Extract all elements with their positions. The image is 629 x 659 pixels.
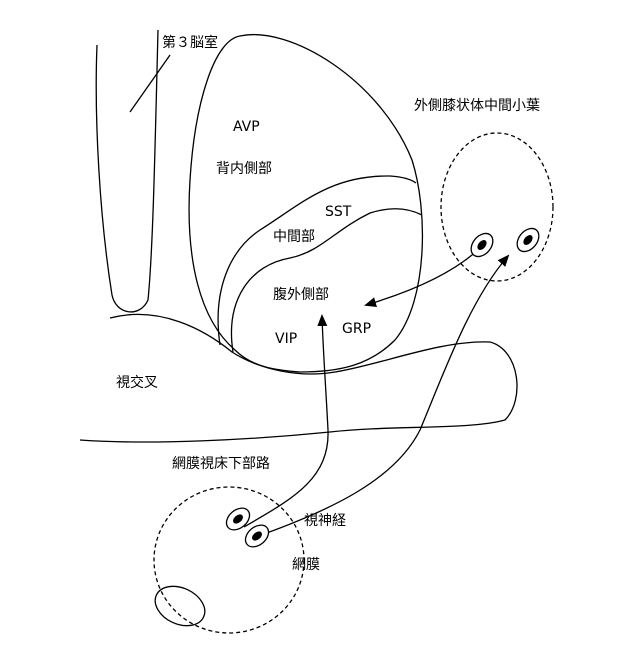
igl-region xyxy=(440,132,554,282)
label-dorsomedial: 背内側部 xyxy=(216,161,272,177)
label-rht: 網膜視床下部路 xyxy=(172,456,270,472)
eye-lens xyxy=(154,585,206,627)
rht-projection xyxy=(243,314,329,528)
third-ventricle-leader xyxy=(129,54,171,113)
label-third-ventricle: 第３脳室 xyxy=(162,35,218,51)
label-retina: 網膜 xyxy=(292,557,320,573)
label-avp: AVP xyxy=(233,119,260,135)
retina-to-igl-projection xyxy=(263,254,510,535)
eye-region xyxy=(153,486,305,634)
label-igl: 外側膝状体中間小葉 xyxy=(414,98,540,114)
dorsomedial-boundary xyxy=(217,175,417,346)
intermediate-boundary xyxy=(231,208,423,353)
label-optic-chiasm: 視交叉 xyxy=(116,375,158,391)
third-ventricle-outline xyxy=(95,29,159,313)
scn-outline xyxy=(188,34,424,373)
optic-chiasm-outline xyxy=(79,313,518,443)
igl-to-scn-projection xyxy=(364,249,479,307)
label-optic-nerve: 視神経 xyxy=(304,513,346,529)
label-intermediate: 中間部 xyxy=(273,229,315,245)
label-sst: SST xyxy=(325,204,352,220)
label-grp: GRP xyxy=(342,321,372,337)
label-vip: VIP xyxy=(275,331,298,347)
label-ventrolateral: 腹外側部 xyxy=(273,287,329,303)
